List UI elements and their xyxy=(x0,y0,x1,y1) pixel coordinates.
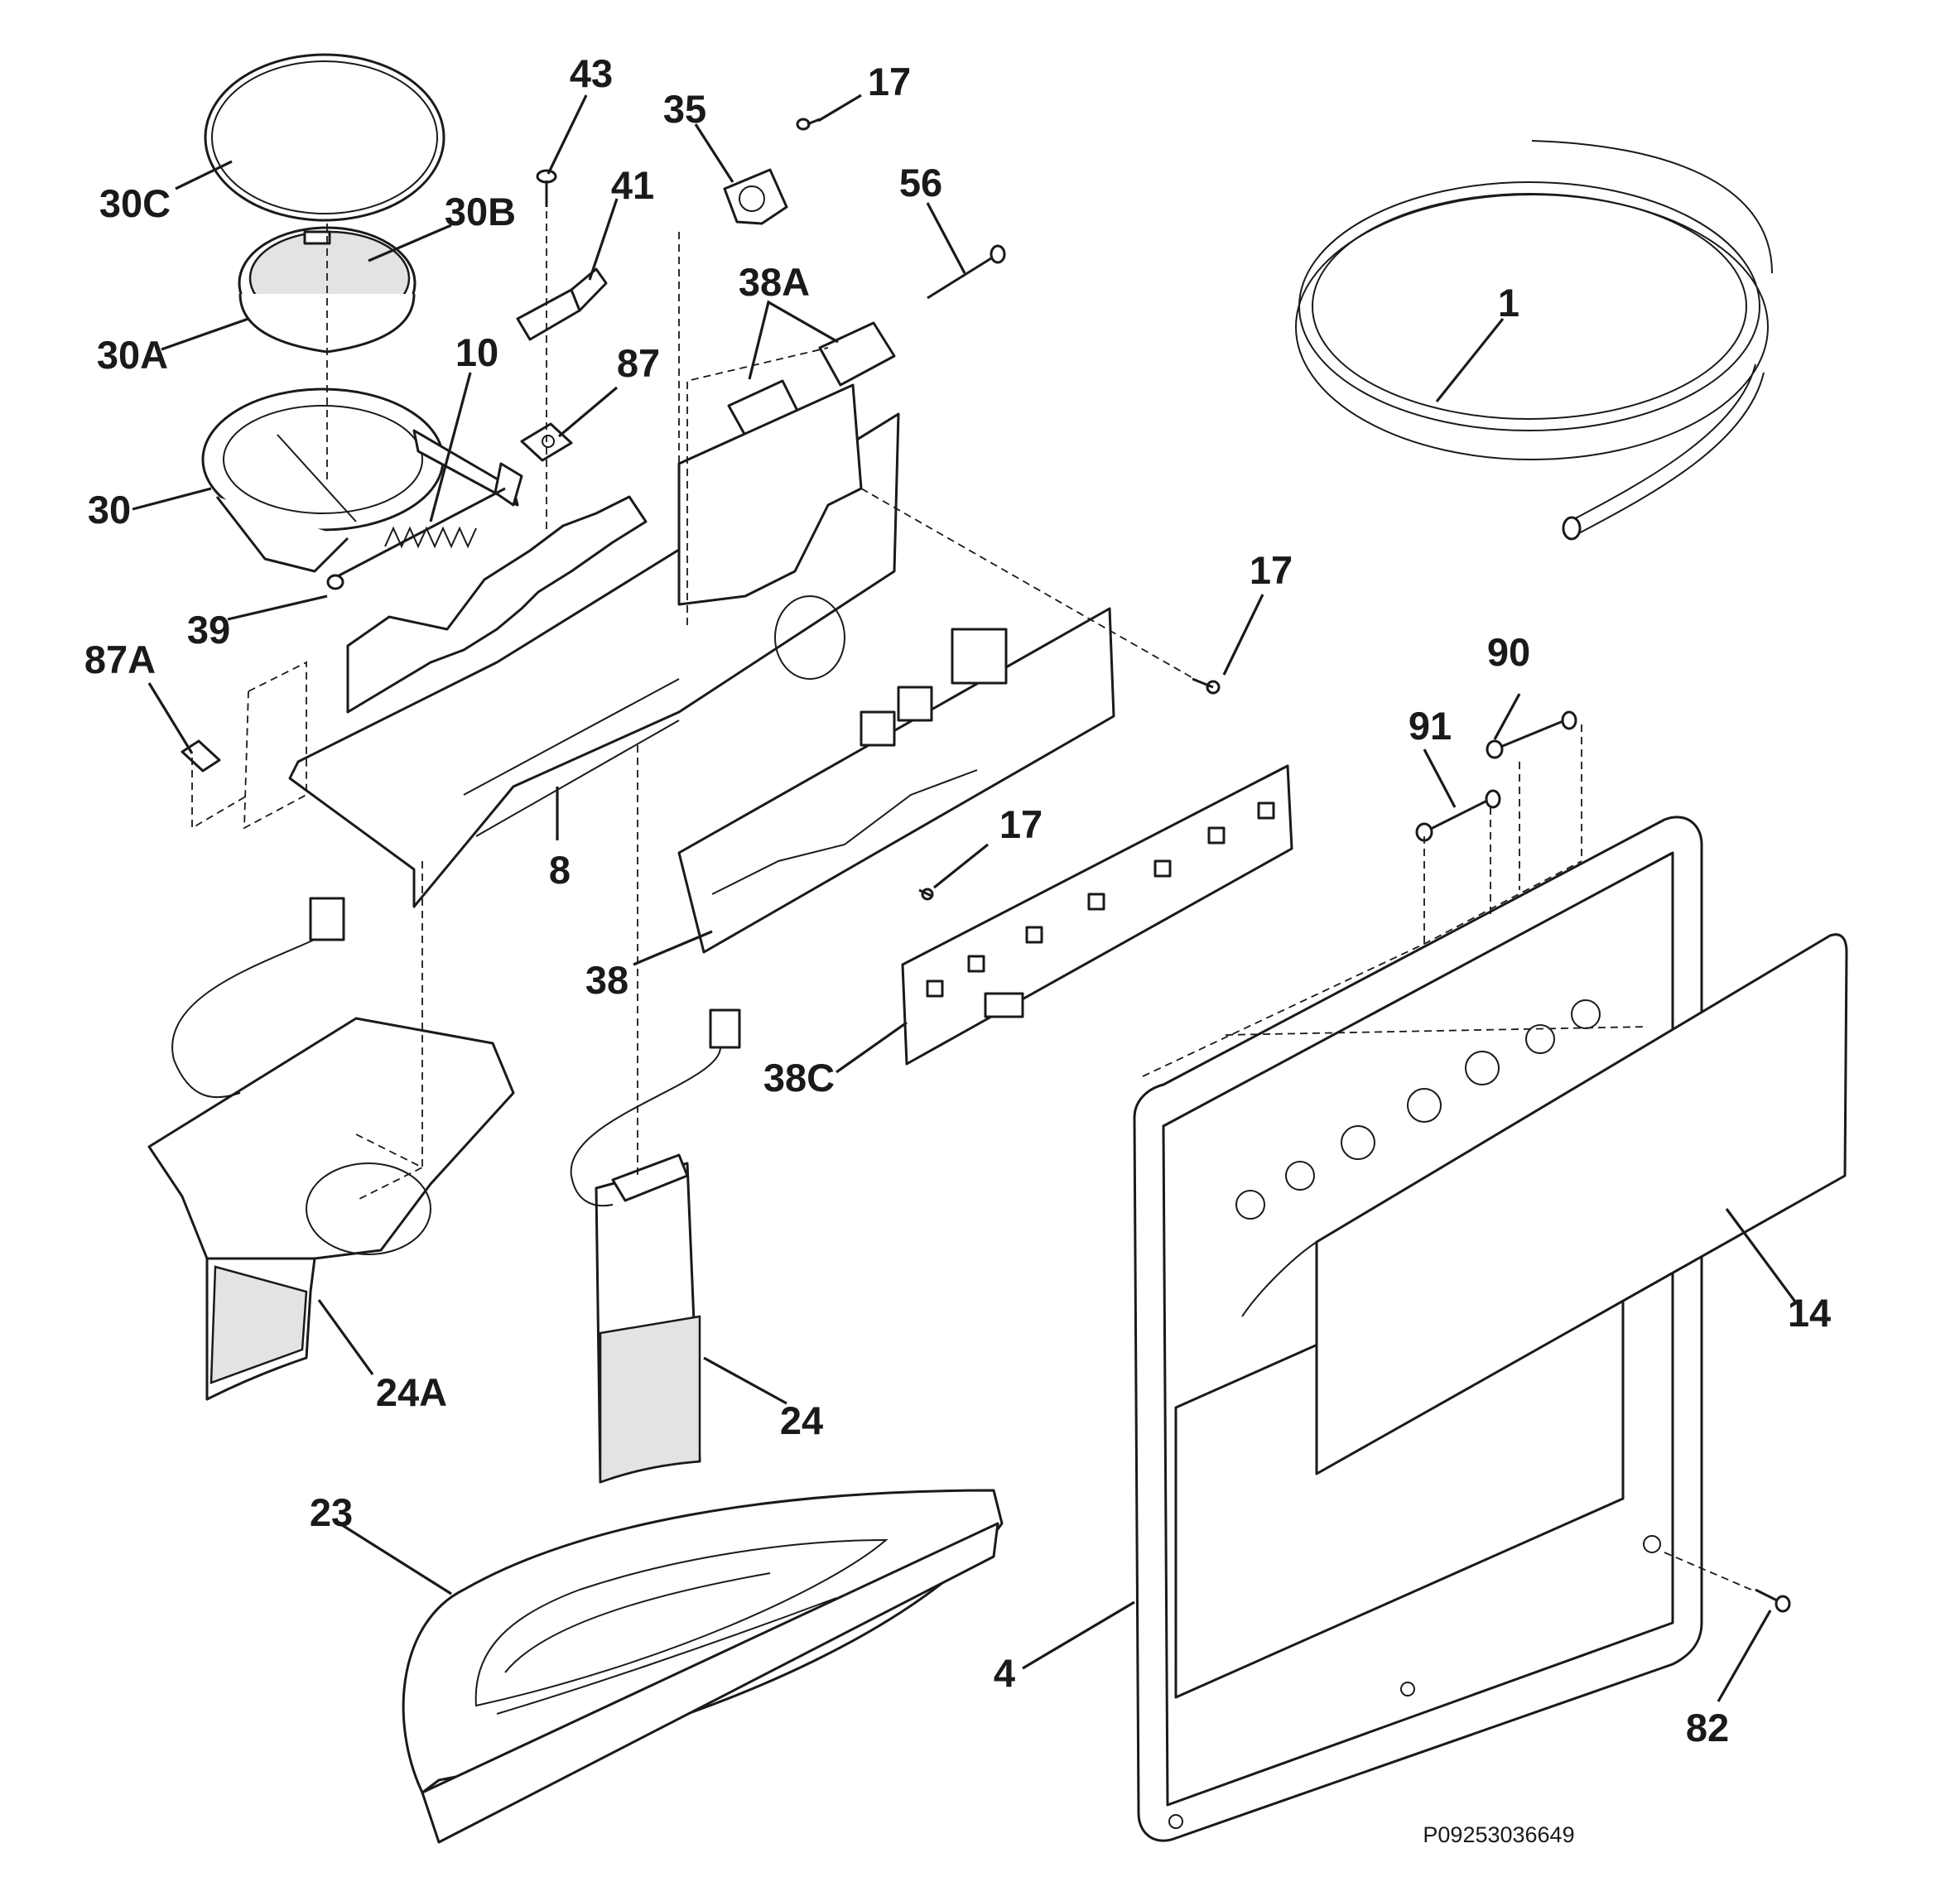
callout-17-right: 17 xyxy=(1250,548,1293,592)
callout-10: 10 xyxy=(455,330,498,374)
part-17-screw-board xyxy=(918,888,934,901)
part-38c-display-board xyxy=(901,764,1293,1066)
callout-38a: 38A xyxy=(739,260,810,304)
callout-43: 43 xyxy=(570,51,613,95)
callout-39: 39 xyxy=(187,608,230,652)
callout-38: 38 xyxy=(585,958,628,1002)
part-30-door-assembly xyxy=(201,387,523,573)
callout-30c: 30C xyxy=(99,181,171,225)
part-17-screw-mid xyxy=(1192,677,1221,695)
part-56-long-screw xyxy=(927,244,1006,300)
assembly-dashed-lines xyxy=(191,211,1752,1591)
callout-41: 41 xyxy=(611,163,654,207)
callout-30a: 30A xyxy=(97,333,168,377)
part-17-screw-top xyxy=(796,118,821,131)
part-87a-pad xyxy=(181,739,221,772)
callout-labels: 43 17 35 30C 41 56 30B 38A 30A 1 10 87 3… xyxy=(84,51,1831,1749)
part-1-tubing-coil xyxy=(1295,140,1773,541)
leader-lines xyxy=(132,94,1799,1702)
document-id: P09253036649 xyxy=(1423,1822,1574,1847)
part-23-drip-tray xyxy=(402,1489,1004,1844)
callout-56: 56 xyxy=(899,161,942,205)
callout-82: 82 xyxy=(1686,1706,1729,1749)
part-35-motor xyxy=(723,168,788,225)
callout-24a: 24A xyxy=(376,1370,447,1414)
part-41-bracket xyxy=(516,267,608,341)
part-38-control-board xyxy=(677,607,1115,954)
part-38a-switches xyxy=(727,321,896,445)
part-91-pin xyxy=(1415,789,1501,842)
part-24a-ice-chute xyxy=(147,897,515,1401)
callout-8: 8 xyxy=(549,848,571,892)
callout-87: 87 xyxy=(617,341,660,385)
part-14-overlay xyxy=(1241,933,1848,1475)
callout-35: 35 xyxy=(663,87,706,131)
part-39-hinge-pin xyxy=(326,487,506,590)
part-82-screw xyxy=(1755,1588,1791,1613)
callout-1: 1 xyxy=(1498,281,1519,325)
part-8-housing xyxy=(288,383,900,908)
callout-14: 14 xyxy=(1788,1291,1831,1335)
callout-87a: 87A xyxy=(84,638,156,681)
callout-91: 91 xyxy=(1409,704,1452,748)
callout-38c: 38C xyxy=(763,1056,835,1100)
callout-30b: 30B xyxy=(445,190,516,233)
callout-90: 90 xyxy=(1487,630,1530,674)
part-30c-ring xyxy=(204,53,445,222)
callout-4: 4 xyxy=(994,1651,1015,1695)
part-24-water-flap xyxy=(570,1008,741,1484)
callout-30: 30 xyxy=(88,488,131,532)
part-90-pin xyxy=(1486,710,1577,759)
callout-17-top: 17 xyxy=(868,60,911,103)
callout-23: 23 xyxy=(310,1490,353,1534)
part-43-screw xyxy=(536,169,557,207)
callout-17-board: 17 xyxy=(999,802,1043,846)
callout-24: 24 xyxy=(780,1398,823,1442)
